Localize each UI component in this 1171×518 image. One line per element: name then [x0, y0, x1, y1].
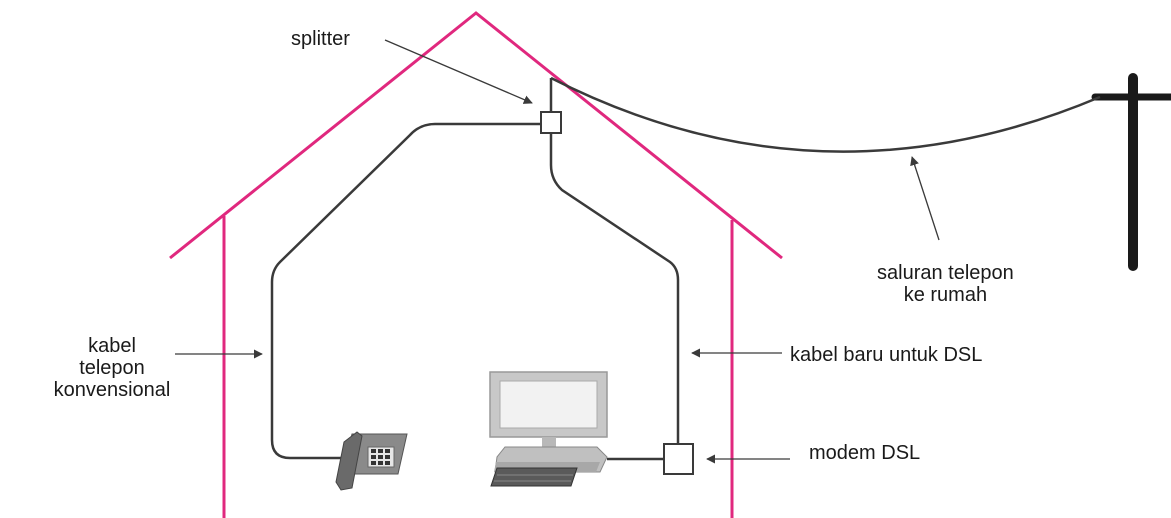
- conventional-cable-label: kabel telepon konvensional: [37, 335, 187, 401]
- house-outline: [169, 11, 783, 518]
- conventional-cable-label-3: konvensional: [53, 379, 171, 401]
- conventional-cable-label-1: kabel: [88, 335, 136, 357]
- modem-label: modem DSL: [809, 442, 921, 464]
- utility-pole: [1091, 73, 1171, 271]
- keyboard-icon: [490, 467, 578, 487]
- splitter-arrow: [384, 39, 533, 104]
- label-arrows: [175, 39, 940, 464]
- dsl-cable-label: kabel baru untuk DSL: [790, 344, 983, 366]
- splitter-box: [540, 111, 562, 134]
- telephone-line-label-2: ke rumah: [903, 284, 988, 306]
- conventional-cable-label-2: telepon: [79, 357, 145, 379]
- computer-monitor-icon: [489, 371, 608, 473]
- telephone-line-label: saluran telepon ke rumah: [877, 262, 1014, 306]
- modem-box: [663, 443, 694, 475]
- splitter-label: splitter: [291, 28, 350, 50]
- conventional-phone-cable: [270, 122, 541, 460]
- telephone-icon: [335, 431, 408, 491]
- dsl-cable: [549, 134, 680, 444]
- incoming-telephone-line: [550, 76, 1101, 153]
- telephone-line-label-1: saluran telepon: [877, 262, 1014, 284]
- line-arrow: [910, 156, 940, 241]
